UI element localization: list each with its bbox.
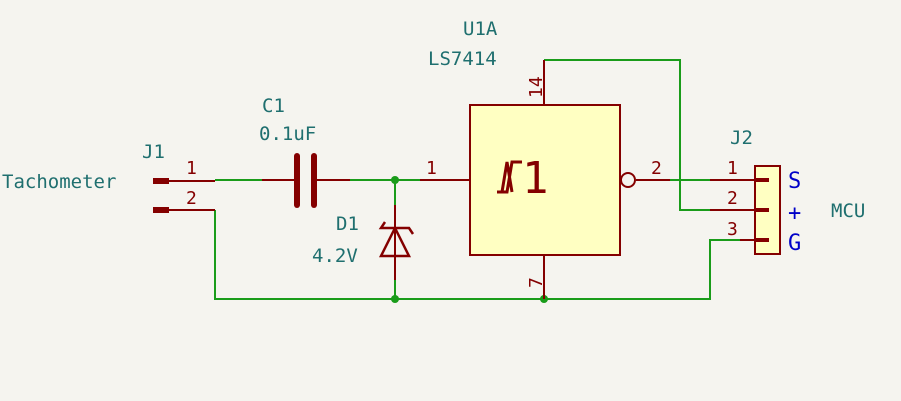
inversion-bubble — [620, 172, 636, 188]
u1-value-label: LS7414 — [428, 48, 497, 70]
junction-dot — [391, 176, 399, 184]
signal-g-label: G — [788, 231, 801, 256]
u1-output-pin-label: 2 — [651, 158, 662, 179]
j2-pin1-label: 1 — [727, 158, 738, 179]
j1-connector: J1 Tachometer 1 2 — [2, 141, 215, 213]
u1-ref-label: U1A — [463, 18, 498, 40]
capacitor-c1: C1 0.1uF — [259, 95, 350, 208]
j2-ref-label: J2 — [730, 127, 753, 149]
u1-vcc-pin-label: 14 — [526, 76, 547, 98]
wire-ground-bus — [214, 210, 740, 300]
u1-input-pin-label: 1 — [426, 158, 437, 179]
c1-ref-label: C1 — [262, 95, 285, 117]
d1-value-label: 4.2V — [312, 245, 358, 267]
tachometer-label: Tachometer — [2, 171, 116, 193]
j2-pin2-label: 2 — [727, 188, 738, 209]
u1-gnd-pin-label: 7 — [526, 277, 547, 288]
schmitt-inverter-u1a: 1 U1A LS7414 1 2 14 7 — [420, 18, 670, 299]
junction-dot — [391, 295, 399, 303]
c1-value-label: 0.1uF — [259, 123, 316, 145]
signal-s-label: S — [788, 169, 801, 194]
mcu-label: MCU — [831, 200, 865, 222]
j2-connector: J2 1 2 3 S + G MCU — [710, 127, 865, 256]
gate-symbol-glyph: 1 — [522, 153, 549, 204]
j1-pin1-label: 1 — [186, 158, 197, 179]
gate-body — [469, 104, 621, 256]
signal-plus-label: + — [788, 201, 801, 226]
j1-ref-label: J1 — [142, 141, 165, 163]
d1-ref-label: D1 — [336, 213, 359, 235]
j2-pin3-label: 3 — [727, 219, 738, 240]
j1-pin2-label: 2 — [186, 188, 197, 209]
zener-diode-d1: D1 4.2V — [312, 205, 415, 280]
schmitt-trigger-icon — [497, 160, 522, 194]
